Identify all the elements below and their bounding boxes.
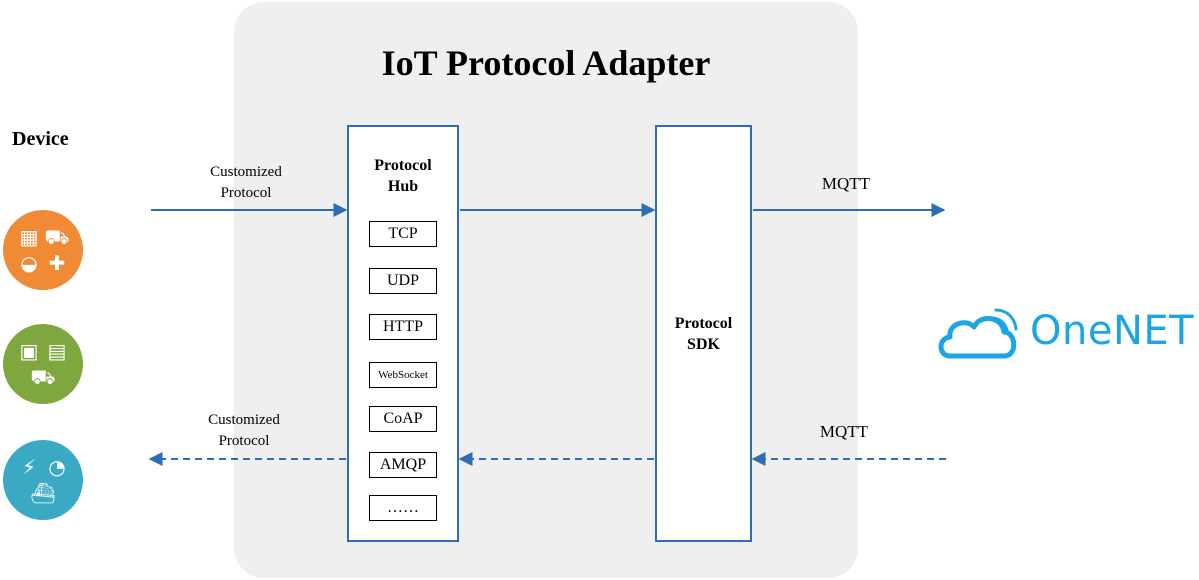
diagram-title: IoT Protocol Adapter (381, 43, 711, 83)
satellite-dish-icon: ◔ (48, 455, 66, 479)
ambulance-icon: ✚ (48, 251, 66, 275)
truck-icon: ⛟ (30, 365, 56, 389)
protocol-hub-title: Protocol Hub (349, 155, 457, 197)
protocol-sdk-title: Protocol SDK (657, 313, 750, 355)
device-public-safety: ▦ ⛟ ◒ ✚ (3, 210, 83, 290)
protocol-coap: CoAP (369, 406, 437, 432)
protocol-sdk-box: Protocol SDK (655, 125, 752, 542)
device-infrastructure: ⚡ ◔ ⛴ (3, 440, 83, 520)
protocol-amqp: AMQP (369, 452, 437, 478)
device-label: Device (12, 128, 69, 150)
building-icon: ▦ (19, 225, 39, 249)
bus-icon: ▤ (47, 339, 67, 363)
downlink-left-label-line1: Customized (208, 412, 280, 428)
police-car-icon: ⛟ (44, 225, 70, 249)
downlink-customized-protocol-label: Customized Protocol (194, 410, 294, 452)
protocol-websocket: WebSocket (369, 362, 437, 388)
ship-icon: ⛴ (30, 481, 56, 505)
protocol-sdk-title-line1: Protocol (674, 315, 733, 332)
protocol-udp: UDP (369, 268, 437, 294)
adapter-container (234, 2, 858, 578)
onenet-brand-text: OneNET (1030, 308, 1195, 354)
protocol-more: …… (369, 495, 437, 521)
downlink-left-label-line2: Protocol (218, 433, 270, 449)
power-tower-icon: ⚡ (21, 455, 37, 479)
train-icon: ▣ (19, 339, 39, 363)
protocol-hub-title-line1: Protocol (374, 157, 432, 174)
uplink-customized-protocol-label: Customized Protocol (196, 162, 296, 204)
protocol-hub-title-line2: Hub (387, 178, 419, 195)
uplink-left-label-line2: Protocol (220, 185, 272, 201)
police-cap-icon: ◒ (20, 251, 38, 275)
protocol-http: HTTP (369, 314, 437, 340)
uplink-mqtt-label: MQTT (821, 174, 871, 193)
protocol-tcp: TCP (369, 221, 437, 247)
downlink-mqtt-label: MQTT (819, 422, 869, 441)
protocol-sdk-title-line2: SDK (687, 336, 720, 353)
onenet-cloud-icon (938, 308, 1018, 359)
uplink-left-label-line1: Customized (210, 164, 282, 180)
device-transportation: ▣ ▤ ⛟ (3, 324, 83, 404)
